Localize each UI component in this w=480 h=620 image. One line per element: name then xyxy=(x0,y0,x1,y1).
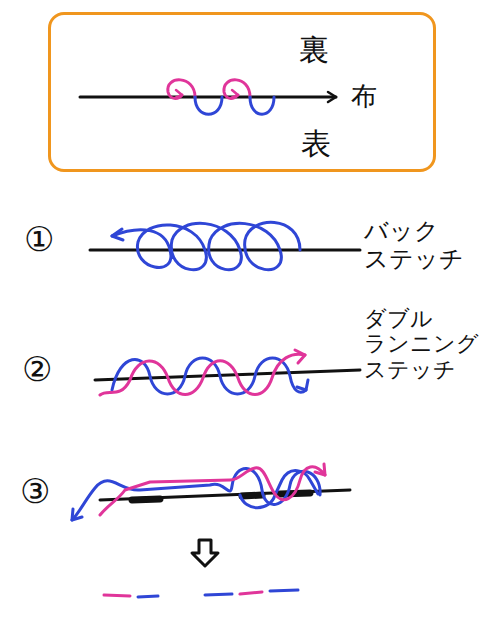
callout-number: ③ xyxy=(20,472,70,511)
cloth-label: 布 xyxy=(351,82,377,112)
thread-arrowhead xyxy=(112,229,123,240)
blue-thread xyxy=(72,468,320,520)
cloth-line xyxy=(90,249,360,252)
stitch-name: ダブル ランニング ステッチ xyxy=(364,306,476,382)
stitch-name: バック ステッチ xyxy=(364,218,454,273)
callout-number: ② xyxy=(22,350,72,389)
thread-arrowhead xyxy=(72,509,82,520)
pink-thread xyxy=(100,467,325,515)
front-side-label: 表 xyxy=(301,127,331,162)
cloth-arrow xyxy=(328,92,336,102)
blue-dash xyxy=(138,596,158,597)
pink-dash xyxy=(104,595,130,596)
pink-loop xyxy=(168,80,195,99)
thread-arrowhead xyxy=(295,350,305,363)
thread-arrowhead xyxy=(315,464,325,475)
pink-loop xyxy=(224,80,250,99)
pink-dash xyxy=(240,592,262,594)
thread-arrowhead xyxy=(297,380,308,390)
blue-loop xyxy=(195,97,222,114)
back-side-label: 裏 xyxy=(299,33,329,68)
pink-running-thread xyxy=(100,354,305,395)
down-arrow xyxy=(192,540,218,566)
blue-thread xyxy=(240,471,318,508)
back-stitch-thread xyxy=(112,222,300,269)
pink-arrowhead xyxy=(231,90,238,98)
callout-number: ① xyxy=(24,220,74,259)
legend-box: 裏布表 xyxy=(48,12,436,172)
cloth-line xyxy=(80,96,336,99)
pink-arrowhead xyxy=(175,90,182,98)
blue-dash xyxy=(270,590,298,591)
blue-dash xyxy=(205,594,232,595)
blue-loop xyxy=(250,97,274,114)
